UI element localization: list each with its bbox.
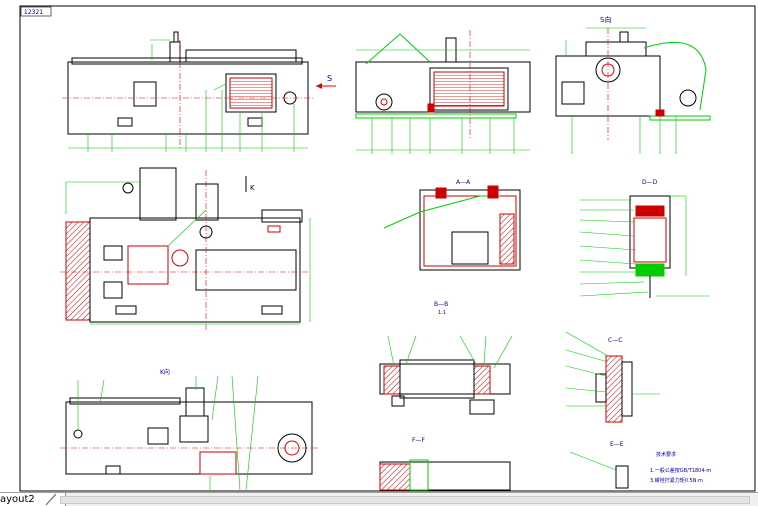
layout-tab-bar: ayout2 bbox=[0, 492, 758, 506]
arrow-s-indicator: S bbox=[316, 74, 336, 89]
section-ee bbox=[569, 451, 629, 489]
s-view-title: S向 bbox=[600, 15, 611, 24]
tech-notes-title: 技术要求 bbox=[656, 451, 676, 458]
section-bb bbox=[379, 359, 511, 415]
k-view bbox=[65, 387, 313, 475]
section-cc-title: C—C bbox=[608, 337, 622, 344]
title-note-box bbox=[20, 6, 52, 17]
section-dd bbox=[629, 195, 671, 298]
s-view-dimensions bbox=[565, 27, 677, 154]
tab-divider-icon bbox=[45, 493, 57, 506]
s-view-right bbox=[555, 31, 711, 121]
section-dd-leaders bbox=[579, 195, 710, 297]
tech-notes-line2: 3.螺栓拧紧力矩0.5N·m bbox=[650, 477, 703, 484]
drawing-frame bbox=[19, 5, 756, 492]
arrow-k-indicator: K bbox=[245, 176, 255, 192]
k-view-leaders bbox=[77, 375, 259, 491]
section-dd-title: D—D bbox=[642, 179, 658, 186]
side-middle-dimensions bbox=[356, 49, 530, 154]
section-bb-scale: 1:1 bbox=[438, 310, 446, 316]
section-aa bbox=[383, 185, 521, 271]
front-view-dimensions bbox=[68, 39, 308, 152]
section-ee-title: E—E bbox=[610, 441, 624, 448]
plan-dimensions bbox=[65, 181, 311, 325]
arrow-s-label: S bbox=[327, 74, 332, 83]
plan-view-main bbox=[65, 167, 303, 323]
section-bb-title: B—B bbox=[434, 301, 448, 308]
section-aa-title: A—A bbox=[456, 179, 471, 186]
horizontal-scrollbar[interactable] bbox=[60, 496, 750, 504]
side-view-middle bbox=[355, 33, 531, 119]
tech-notes-line: 1.一般公差按GB/T1804-m bbox=[650, 467, 711, 474]
section-cc-leaders bbox=[565, 331, 660, 407]
title-note: 12321 bbox=[24, 9, 43, 16]
front-view-main bbox=[67, 31, 309, 135]
k-view-title: K向 bbox=[160, 368, 170, 376]
section-ff bbox=[379, 459, 511, 491]
section-ff-title: F—F bbox=[412, 437, 425, 444]
arrow-k-label: K bbox=[250, 184, 255, 192]
section-cc bbox=[595, 355, 633, 423]
section-bb-leaders bbox=[387, 335, 513, 369]
cad-drawing-canvas[interactable]: 12321 S bbox=[0, 0, 758, 492]
